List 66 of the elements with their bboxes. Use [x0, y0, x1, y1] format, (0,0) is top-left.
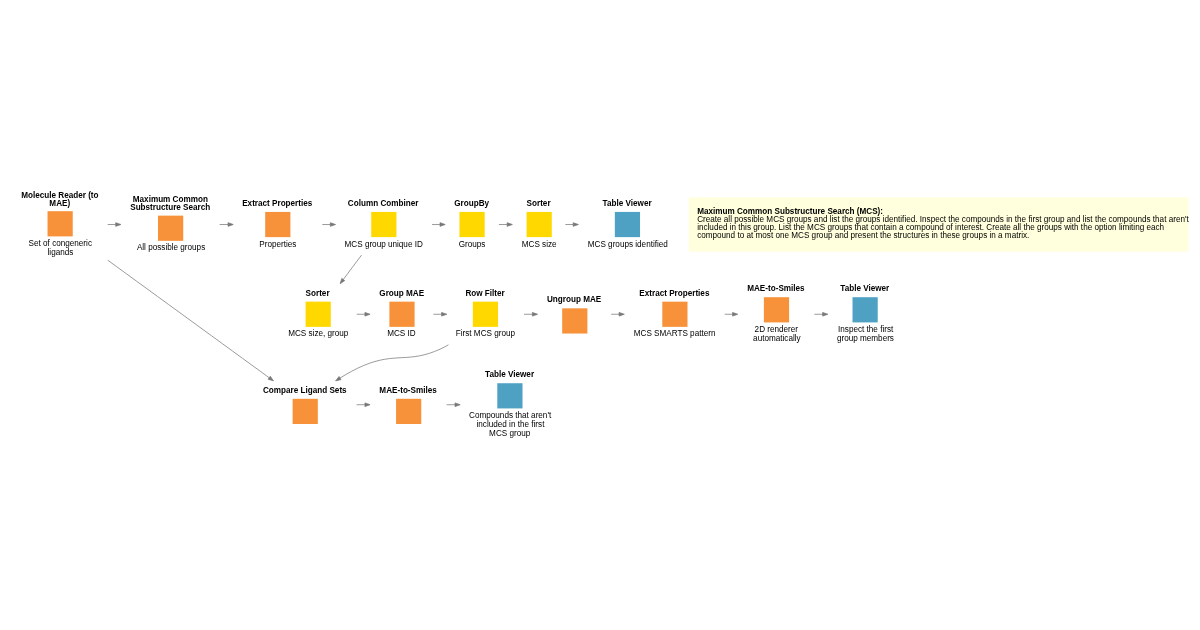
node-label: Inspect the first group members [836, 324, 894, 343]
node-label: Row Filter [465, 288, 505, 298]
arrow [431, 222, 446, 227]
arrow [356, 402, 371, 407]
arrow [446, 402, 461, 407]
node-box: Maximum Common Substructure Search (MCS): Create all possible MCS groups and list the groups identified. Inspect the compounds in the first group and list the compounds that aren't included in this group. List the MCS groups that contain a compound of interest. Create all the groups with the option limiting each compound to at most one MCS group and present the structures in these groups in a matrix. [688, 197, 1189, 252]
arrow [321, 222, 336, 227]
node-label: Table Viewer [840, 284, 890, 294]
node-label: Compounds that aren't included in the first MCS group [469, 410, 552, 438]
node-label: MAE-to-Smiles [747, 284, 805, 294]
node-label: All possible groups [136, 243, 206, 253]
node-box [763, 297, 790, 323]
node-label: Sorter [526, 198, 551, 208]
node-label: Properties [259, 239, 297, 249]
node-label: MAE-to-Smiles [379, 385, 437, 395]
node-box [459, 211, 485, 238]
node-label: 2D renderer automatically [753, 324, 801, 343]
arrow [107, 259, 274, 382]
arrow [356, 312, 371, 317]
arrow [523, 312, 538, 317]
node-box [562, 308, 588, 334]
node-label: Group MAE [379, 288, 425, 298]
node-box [852, 297, 878, 323]
node-label: Molecule Reader (to MAE) [21, 190, 99, 208]
arrow [498, 222, 513, 227]
node-label: Extract Properties [639, 288, 710, 298]
node-box [305, 301, 331, 327]
node-box [265, 211, 291, 238]
node-label: First MCS group [455, 329, 516, 339]
node-label: Table Viewer [485, 370, 535, 380]
node-label: Sorter [305, 288, 330, 298]
arrow [339, 254, 362, 285]
node-box [292, 398, 318, 424]
node-label: MCS group unique ID [344, 239, 423, 249]
node-label: MCS size [521, 239, 557, 249]
arrow [565, 222, 579, 227]
node-label: Maximum Common Substructure Search [130, 195, 211, 213]
node-label: MCS ID [387, 329, 416, 339]
node-box [526, 211, 552, 238]
node-label: Compare Ligand Sets [262, 385, 347, 395]
node-box [389, 301, 415, 327]
node-box [662, 301, 688, 327]
node-box [396, 398, 422, 424]
node-label: Table Viewer [602, 198, 652, 208]
arrow [219, 222, 234, 227]
node-label: Groups [458, 239, 486, 249]
node-box [158, 215, 184, 241]
node-label: MCS size, group [288, 329, 349, 339]
node-box [614, 211, 641, 238]
node-label: Extract Properties [242, 198, 313, 208]
node-label: MCS groups identified [587, 239, 668, 249]
node-label: Column Combiner [347, 198, 419, 208]
arrow [814, 312, 829, 317]
node-label: GroupBy [454, 198, 490, 208]
node-label: Ungroup MAE [546, 295, 602, 305]
arrow [107, 222, 122, 227]
node-box [47, 211, 73, 237]
arrow [335, 344, 449, 382]
node-box [497, 383, 523, 409]
node-label: MCS SMARTS pattern [633, 329, 716, 339]
arrow [724, 312, 739, 317]
arrow [433, 312, 448, 317]
node-box [371, 211, 397, 238]
arrow [610, 312, 625, 317]
node-box [472, 301, 499, 327]
node-label: Set of congeneric ligands [28, 238, 92, 257]
